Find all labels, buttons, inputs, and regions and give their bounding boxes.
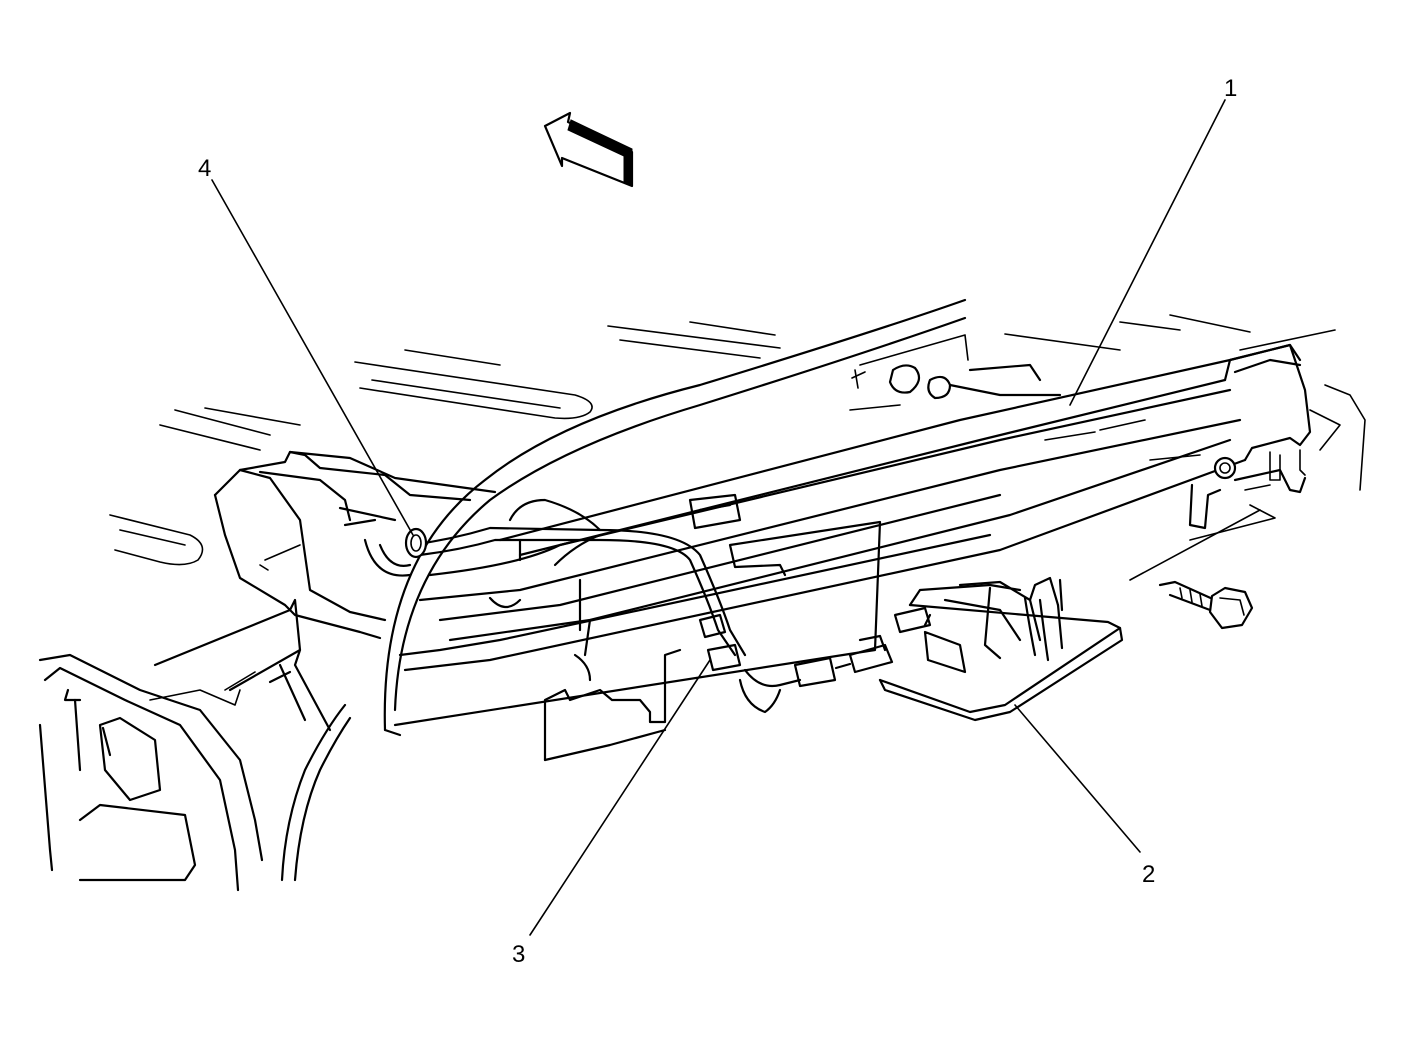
callout-1: 1: [1224, 75, 1237, 102]
callout-3: 3: [512, 941, 525, 968]
direction-arrow-icon: [543, 111, 634, 188]
leader-4: [211, 179, 414, 536]
callout-4: 4: [198, 155, 211, 182]
curved-header-panel: [383, 298, 967, 737]
callout-2: 2: [1142, 861, 1155, 888]
rear-bar-assembly: [213, 343, 1312, 727]
lamp-assembly: [878, 576, 1124, 722]
mounting-bolt: [1158, 580, 1254, 630]
upper-structure: [849, 334, 1261, 581]
left-body-side: [38, 598, 352, 892]
leader-2: [1014, 704, 1141, 853]
harness-wiring: [408, 526, 894, 714]
lower-bracket: [543, 648, 682, 762]
leader-1: [1069, 99, 1226, 406]
wiring-grommet: [363, 527, 428, 577]
vehicle-floor: [109, 314, 1366, 566]
leader-3: [529, 659, 711, 936]
callout-leaders: [211, 99, 1226, 936]
